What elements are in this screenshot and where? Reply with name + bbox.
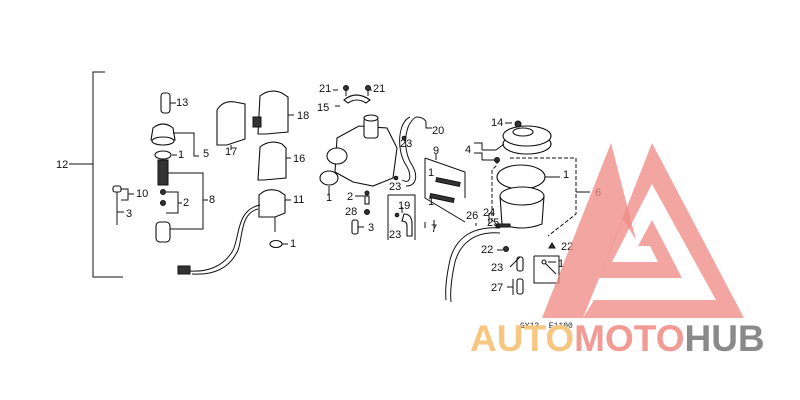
callout-label-5: 5: [203, 148, 209, 160]
callout-label-26: 26: [466, 210, 478, 222]
callout-label-23: 23: [400, 138, 412, 150]
callout-label-21: 21: [319, 83, 331, 95]
callout-label-1: 1: [428, 167, 434, 179]
small-parts-center: [351, 190, 370, 235]
callout-label-1: 1: [563, 169, 569, 181]
callout-label-18: 18: [297, 110, 309, 122]
callout-label-23: 23: [389, 181, 401, 193]
callout-label-14: 14: [491, 117, 503, 129]
hose-20: [393, 116, 432, 187]
bracket-19: [387, 194, 416, 240]
solenoid-11: [177, 189, 291, 275]
callout-label-2: 2: [347, 191, 353, 203]
callout-label-8: 8: [209, 194, 215, 206]
callout-label-19: 19: [398, 200, 410, 212]
carburetor-body: [319, 85, 398, 196]
callout-label-2: 2: [183, 197, 189, 209]
watermark-brand: AUTOMOTOHUB: [470, 318, 765, 359]
callout-label-1: 1: [558, 258, 564, 270]
lower-small-parts: [497, 242, 560, 295]
callout-label-25: 25: [487, 217, 499, 229]
callout-label-11: 11: [293, 194, 304, 206]
float-bowl-group: [474, 120, 590, 237]
callout-label-1: 1: [290, 238, 296, 250]
watermark-logo-icon: [542, 143, 744, 318]
callout-label-7: 7: [431, 223, 437, 235]
watermark-hub: HUB: [684, 318, 764, 359]
callout-label-9: 9: [433, 145, 439, 157]
callout-label-27: 27: [491, 282, 503, 294]
watermark-auto: AUTO: [470, 318, 574, 359]
drawing-code: GY13- E1100: [520, 322, 573, 331]
callout-label-28: 28: [345, 206, 357, 218]
callout-label-1: 1: [326, 192, 332, 204]
callout-label-15: 15: [317, 102, 329, 114]
callout-label-12: 12: [56, 159, 68, 171]
callout-label-23: 23: [389, 229, 401, 241]
callout-label-16: 16: [293, 153, 305, 165]
callout-label-4: 4: [465, 144, 471, 156]
callout-label-23: 23: [491, 262, 503, 274]
diaphragm-group: [112, 92, 208, 243]
callout-label-3: 3: [126, 208, 132, 220]
callout-label-22: 22: [481, 244, 493, 256]
callout-label-20: 20: [432, 125, 444, 137]
callout-label-24: 24: [483, 207, 495, 219]
callout-label-3: 3: [368, 222, 374, 234]
callout-label-1: 1: [178, 149, 184, 161]
cover-parts: [216, 90, 294, 181]
jet-group-9-7: [424, 154, 466, 228]
group-12-bracket: [69, 71, 123, 278]
callout-label-10: 10: [136, 188, 148, 200]
callout-label-1: 1: [428, 196, 434, 208]
callout-label-17: 17: [225, 146, 237, 158]
callout-label-21: 21: [373, 83, 385, 95]
watermark-moto: MOTO: [574, 318, 684, 359]
tube-26: [445, 213, 501, 303]
callout-label-13: 13: [176, 97, 188, 109]
